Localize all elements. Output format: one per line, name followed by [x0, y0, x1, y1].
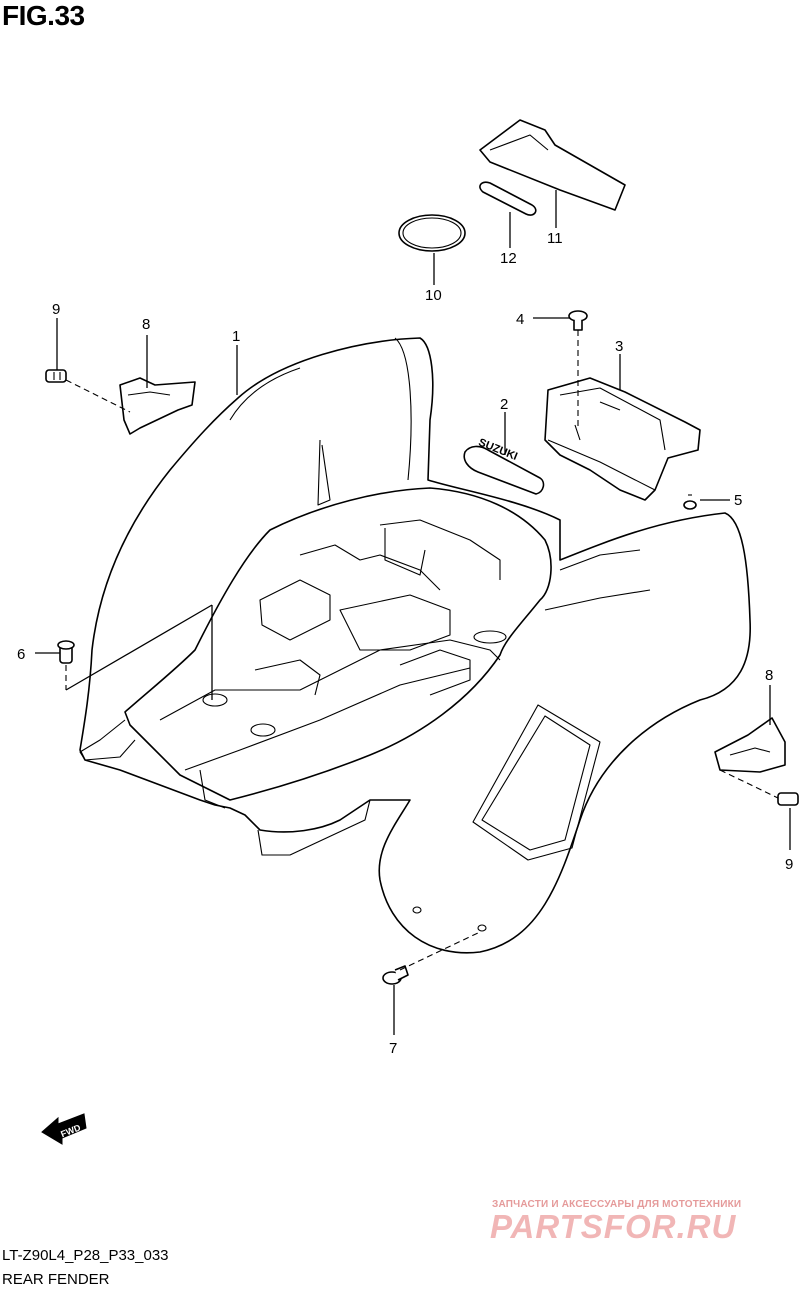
callout-10: 10	[425, 287, 442, 304]
callout-labels: 1 2 3 4 5 6 7 8 8 9 9 10 11 12	[17, 230, 793, 1057]
callout-2: 2	[500, 396, 508, 413]
suzuki-decal-part: SUZUKI	[463, 437, 545, 495]
watermark-tagline: ЗАПЧАСТИ И АКСЕССУАРЫ ДЛЯ МОТОТЕХНИКИ	[492, 1199, 742, 1210]
tray-bracket-part	[544, 377, 701, 501]
figure-title: FIG.33	[2, 0, 85, 31]
callout-9-left: 9	[52, 301, 60, 318]
watermark-logo: PARTSFOR.RU	[490, 1208, 737, 1245]
bolt-6	[57, 640, 75, 664]
callout-3: 3	[615, 338, 623, 355]
diagram-name: REAR FENDER	[2, 1271, 110, 1288]
tube-12	[479, 181, 537, 216]
callout-11: 11	[547, 230, 563, 247]
leader-lines	[35, 190, 791, 1035]
bolt-9-left	[45, 369, 67, 383]
callout-1: 1	[232, 328, 240, 345]
callout-8-right: 8	[765, 667, 773, 684]
callout-12: 12	[500, 250, 517, 267]
bracket-8-right	[714, 717, 786, 773]
callout-8-left: 8	[142, 316, 150, 333]
callout-6: 6	[17, 646, 25, 663]
callout-7: 7	[389, 1040, 397, 1057]
o-ring-10	[398, 214, 466, 252]
callout-5: 5	[734, 492, 742, 509]
tool-bag-11	[479, 119, 626, 211]
diagram-code: LT-Z90L4_P28_P33_033	[2, 1247, 169, 1264]
callout-9-right: 9	[785, 856, 793, 873]
rear-fender-part	[79, 337, 751, 954]
push-rivet-7	[382, 965, 409, 985]
bracket-8-left	[119, 377, 196, 435]
forward-direction-badge: FWD	[41, 1113, 87, 1145]
bolt-9-right	[777, 792, 799, 806]
push-rivet-4	[568, 310, 588, 331]
screw-5	[683, 494, 697, 510]
callout-4: 4	[516, 311, 524, 328]
